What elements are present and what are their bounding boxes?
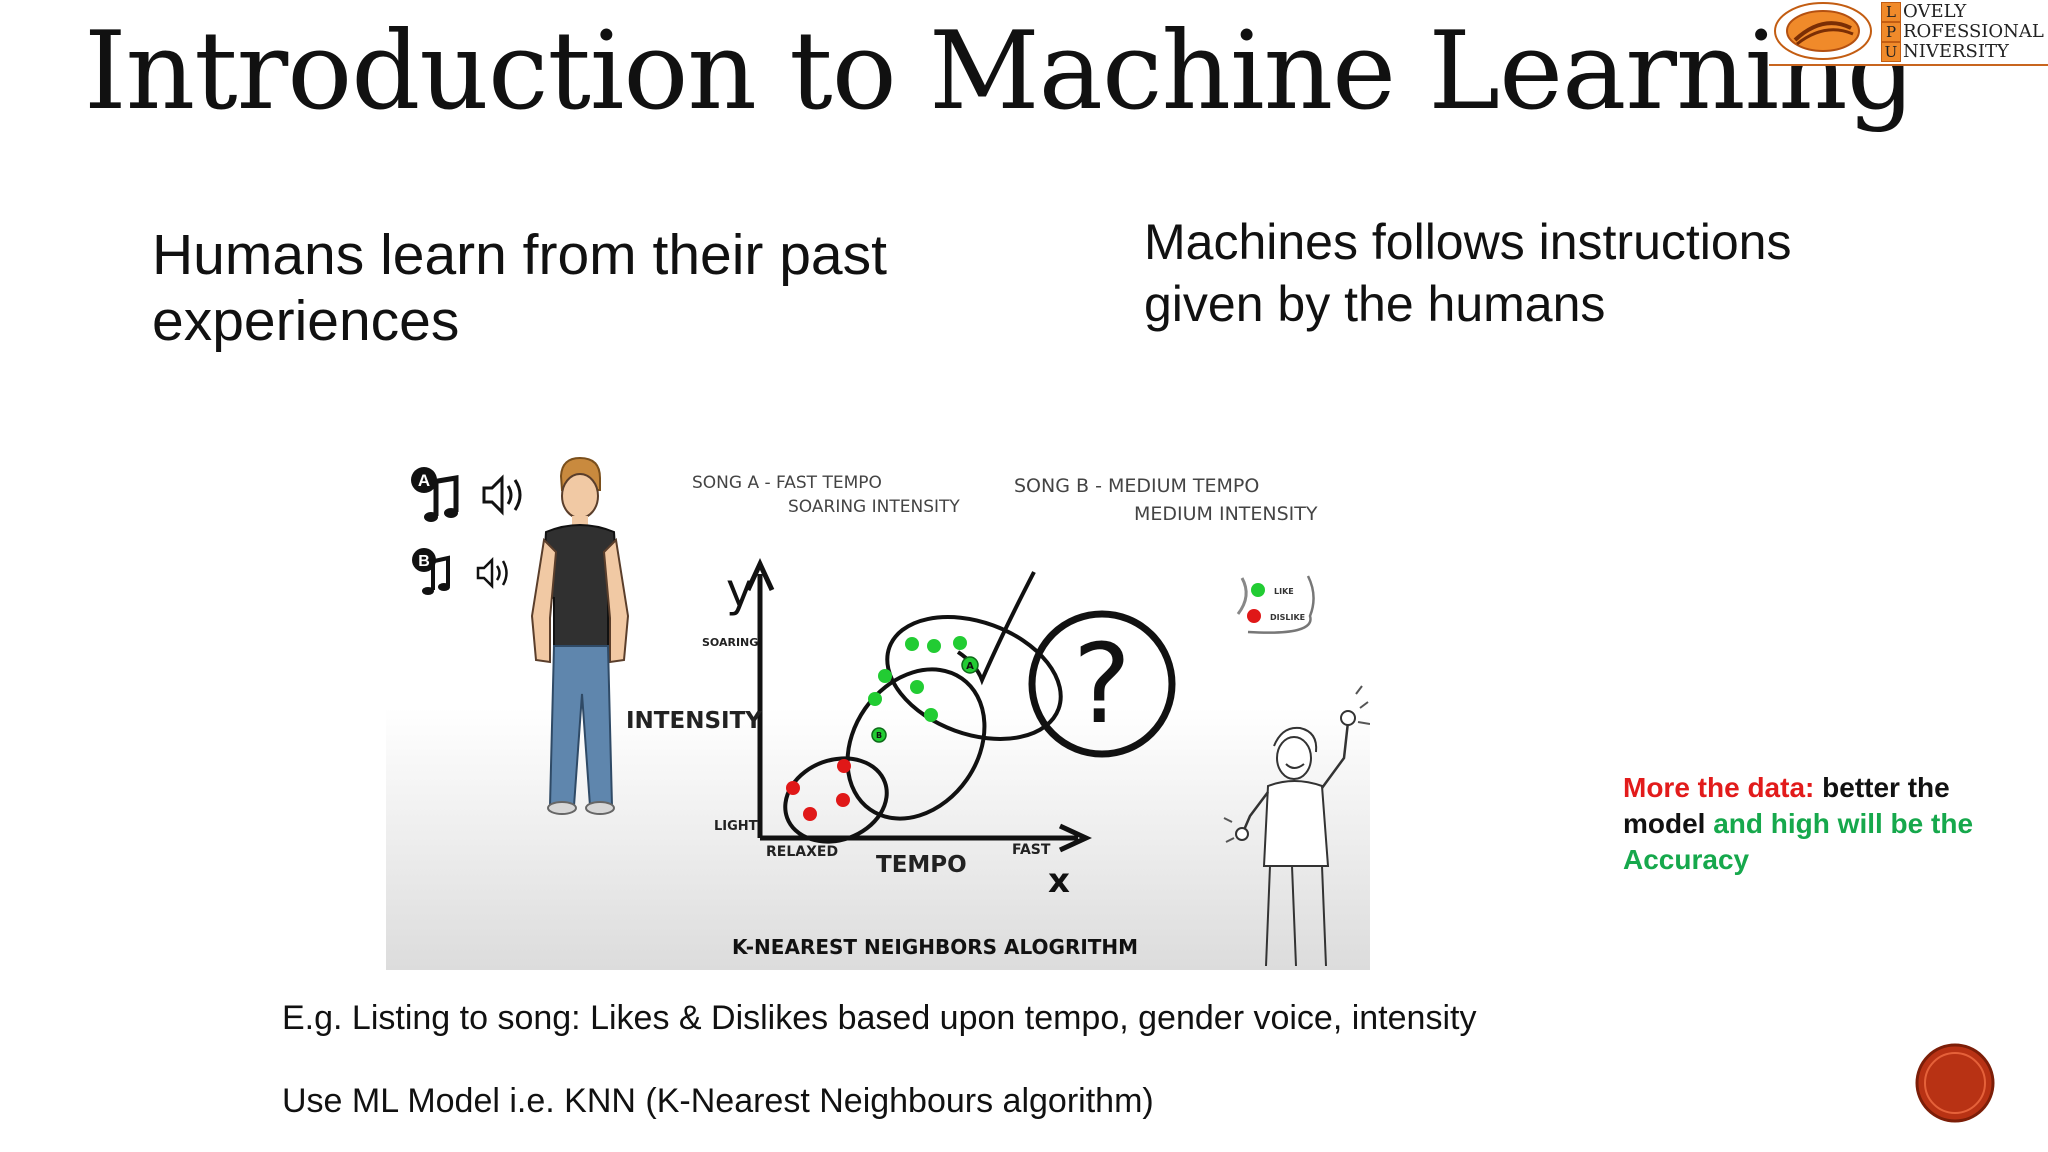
y-tick-soaring: SOARING (702, 636, 758, 649)
cluster-ring-high (885, 615, 1063, 741)
humans-statement: Humans learn from their past experiences (152, 223, 887, 353)
music-note-a-icon: A (411, 467, 459, 522)
like-point (927, 639, 941, 653)
badge-a-label: A (418, 471, 430, 490)
song-a-point (961, 656, 979, 674)
dislike-point (803, 807, 817, 821)
machines-statement: Machines follows instructions given by t… (1144, 214, 1792, 332)
question-mark: ? (1073, 620, 1131, 748)
song-a-point-label: A (966, 661, 974, 672)
knn-illustration-drawing: A B (386, 446, 1371, 970)
music-note-b-icon: B (412, 548, 450, 595)
like-point (905, 637, 919, 651)
legend-dislike-label: DISLIKE (1270, 613, 1305, 622)
legend-like-label: LIKE (1274, 587, 1294, 596)
note-part-1: More the data: (1623, 772, 1815, 803)
dislike-point (786, 781, 800, 795)
song-b-point (871, 727, 887, 743)
y-tick-light: LIGHT (714, 819, 758, 834)
song-b-point-label: B (876, 731, 882, 740)
x-axis-arrowhead (1058, 823, 1092, 853)
song-b-subheader: MEDIUM INTENSITY (1134, 503, 1318, 525)
cluster-ring-mid (845, 667, 987, 821)
song-a-subheader: SOARING INTENSITY (788, 497, 960, 517)
legend-like-marker (1251, 583, 1265, 597)
example-song-text: E.g. Listing to song: Likes & Dislikes b… (282, 999, 1477, 1037)
example-knn-text: Use ML Model i.e. KNN (K-Nearest Neighbo… (282, 1082, 1154, 1120)
legend-box: LIKE DISLIKE (1236, 575, 1315, 634)
note-part-2: better the model (1623, 772, 1950, 839)
x-axis-letter: x (1048, 861, 1070, 901)
man-figure (530, 456, 630, 815)
speaker-loud-icon (482, 474, 522, 516)
like-point (868, 692, 882, 706)
dislike-point (836, 793, 850, 807)
slide-nav-circle[interactable] (1914, 1042, 1996, 1124)
like-point (924, 708, 938, 722)
y-axis-title: INTENSITY (626, 708, 762, 734)
legend-dislike-marker (1247, 609, 1261, 623)
speaker-soft-icon (476, 556, 508, 590)
dislike-point (837, 759, 851, 773)
x-axis-title: TEMPO (876, 852, 967, 878)
university-seal-icon (1774, 2, 1872, 60)
accuracy-note: More the data: better the model and high… (1623, 770, 2023, 878)
badge-b-label: B (418, 553, 430, 570)
like-point (910, 680, 924, 694)
like-point (953, 636, 967, 650)
slide-title: Introduction to Machine Learning (84, 9, 1916, 134)
x-tick-relaxed: RELAXED (766, 844, 838, 860)
y-axis-letter: y (726, 563, 753, 617)
illustration-caption: K-NEAREST NEIGHBORS ALOGRITHM (732, 935, 1138, 959)
happy-person-figure (1223, 685, 1371, 967)
note-part-3: and high will be the Accuracy (1623, 808, 1974, 875)
like-point (878, 669, 892, 683)
song-a-header: SONG A - FAST TEMPO (692, 473, 882, 493)
y-axis-arrowhead (745, 558, 775, 592)
question-icon: ? (1028, 610, 1176, 758)
knn-scatter-chart: y x SOARING INTENSITY LIGHT RELAXED TEMP… (626, 558, 1092, 901)
knn-illustration: A B (386, 446, 1371, 970)
song-b-header: SONG B - MEDIUM TEMPO (1014, 475, 1259, 497)
data-points: A B (786, 636, 979, 821)
x-tick-fast: FAST (1012, 842, 1051, 858)
cluster-ring-low (783, 756, 889, 844)
